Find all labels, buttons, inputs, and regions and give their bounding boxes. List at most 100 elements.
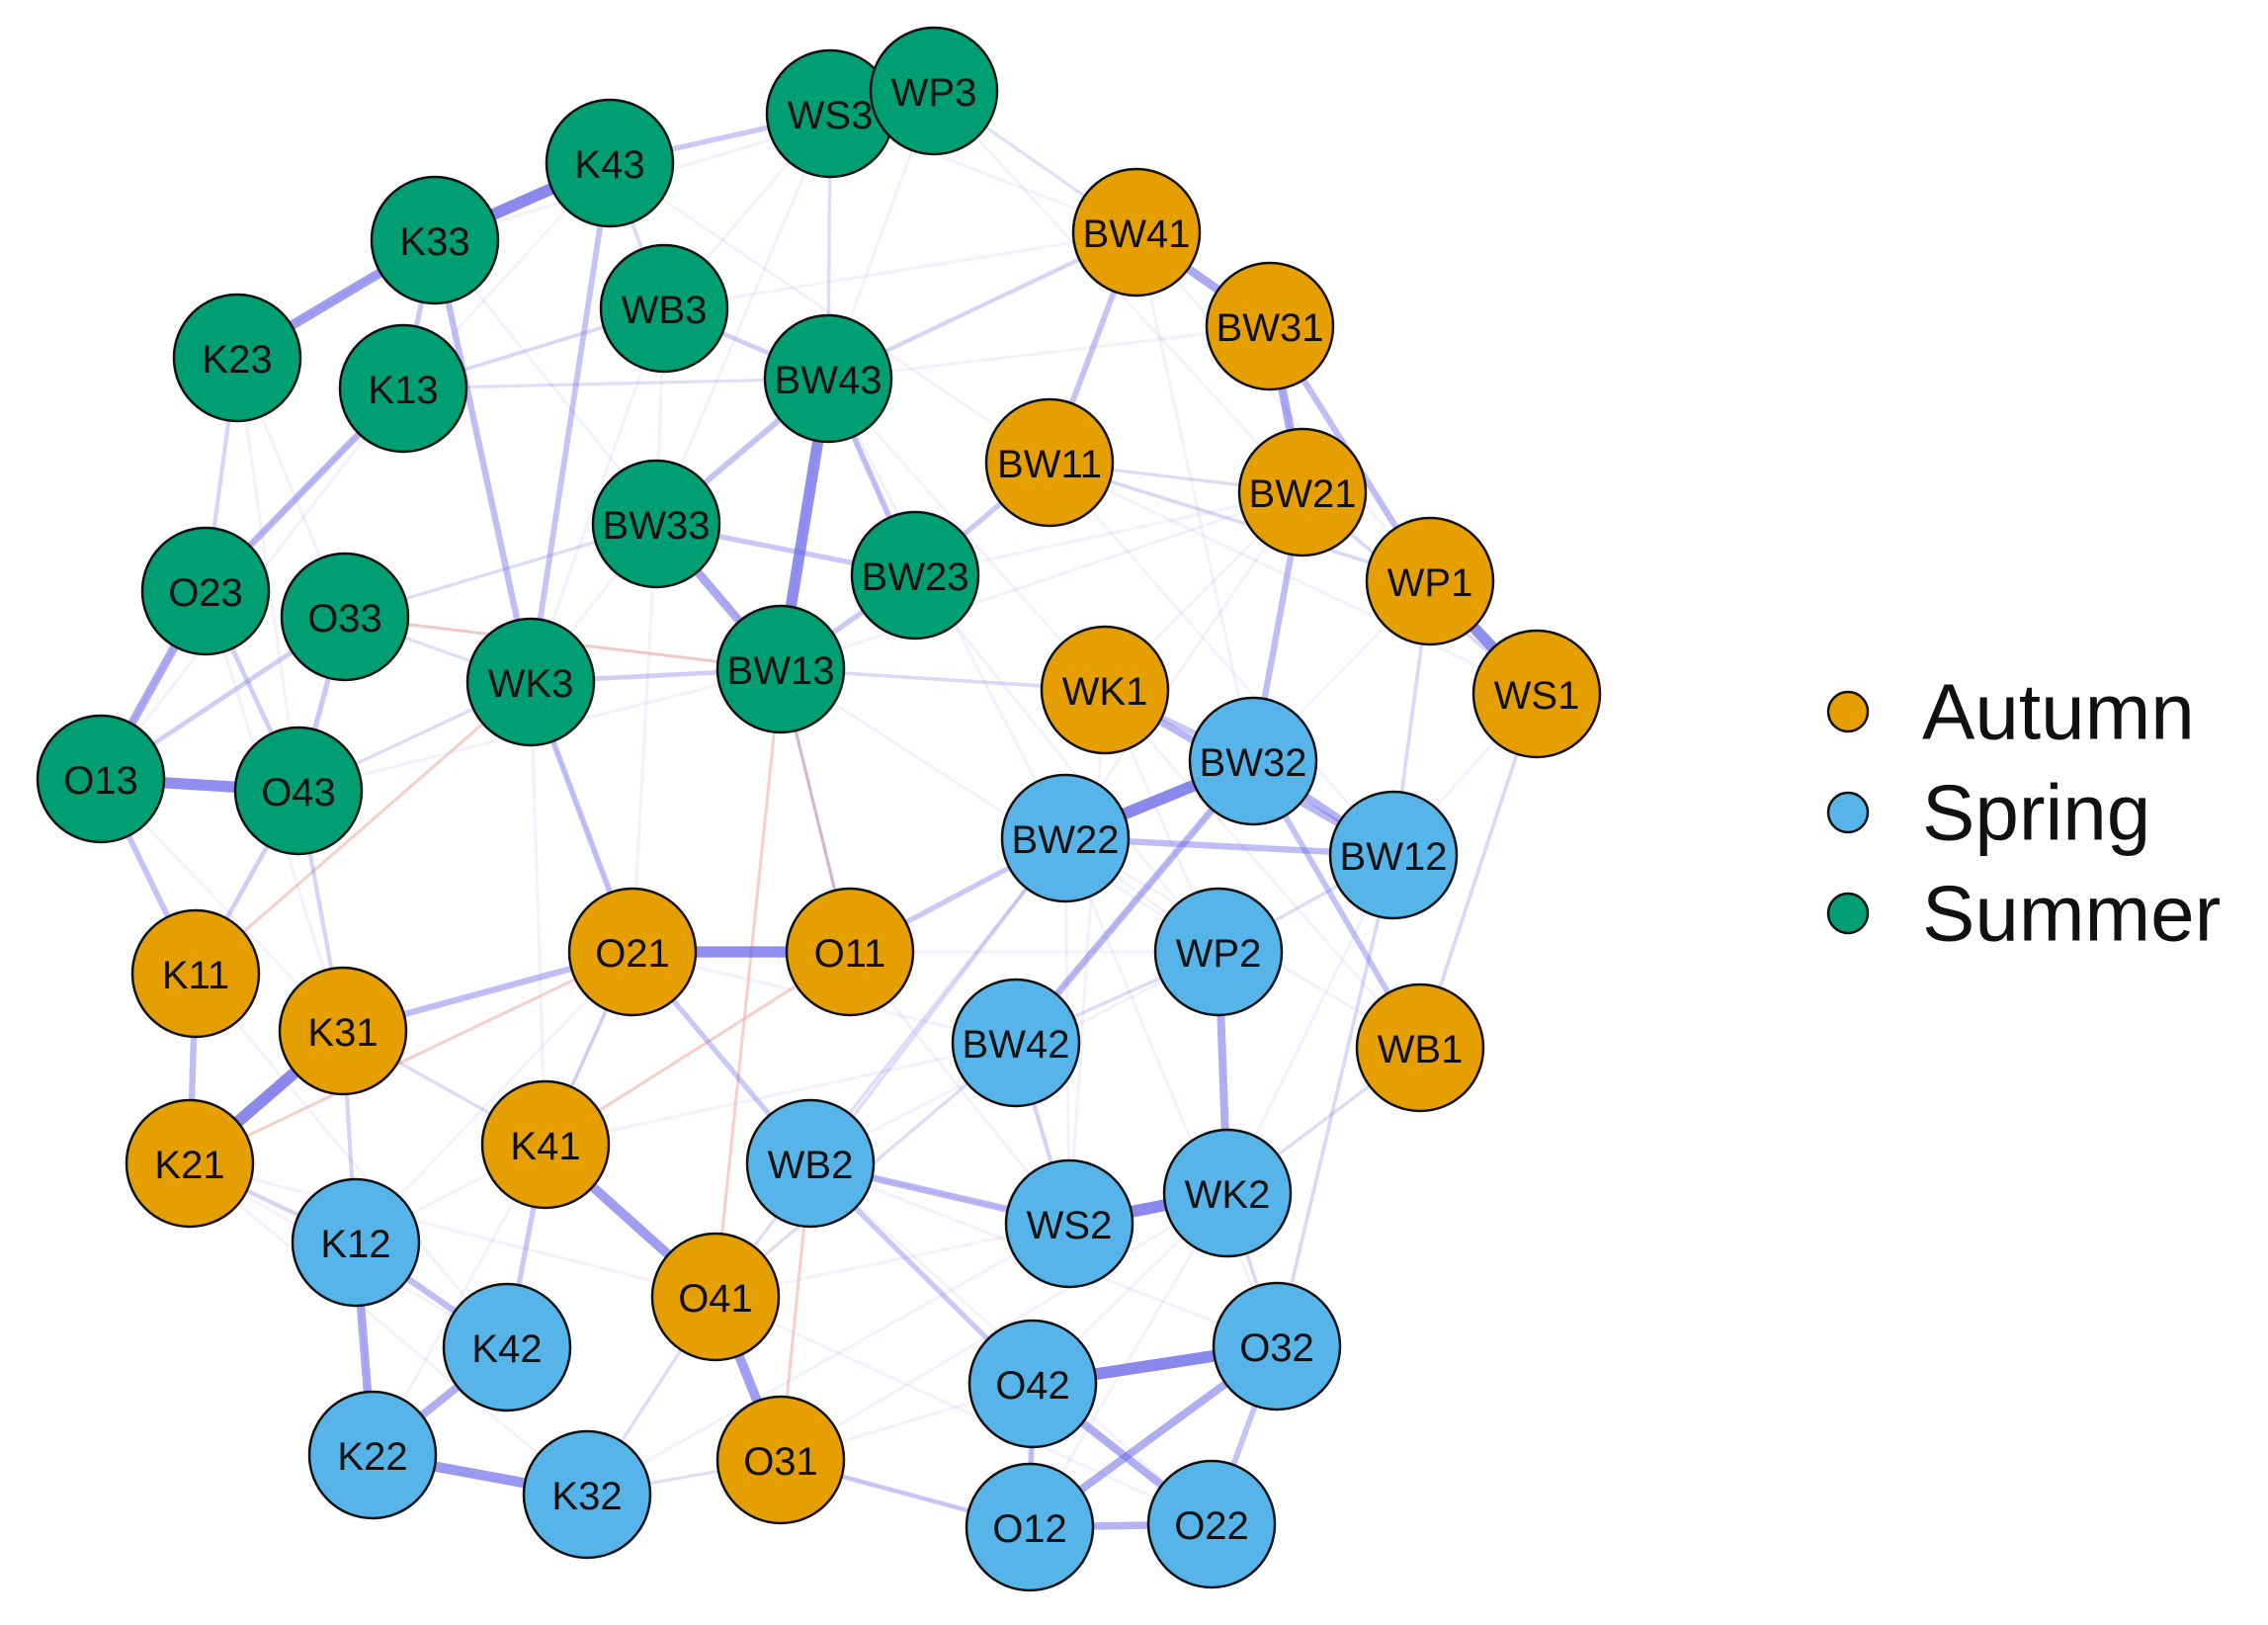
node-circle	[965, 1462, 1095, 1592]
node-circle	[715, 1395, 846, 1525]
edge-faint	[913, 490, 1304, 577]
edge-faint	[630, 522, 658, 954]
node-o33: O33	[280, 552, 410, 682]
node-bw21: BW21	[1237, 427, 1368, 557]
node-label: K43	[574, 143, 644, 187]
node-o11: O11	[785, 887, 915, 1017]
node-o21: O21	[567, 887, 698, 1017]
node-circle	[567, 887, 698, 1017]
node-circle	[140, 526, 271, 656]
edge-faint	[235, 356, 300, 793]
node-wp1: WP1	[1365, 516, 1495, 646]
node-ws3: WS3	[765, 48, 895, 179]
edge-faint	[544, 1041, 1018, 1147]
node-label: BW41	[1083, 213, 1191, 256]
legend-item-spring: Spring	[1826, 769, 2150, 857]
node-k31: K31	[278, 966, 408, 1096]
node-circle	[1212, 1281, 1342, 1411]
node-circle	[1328, 790, 1459, 920]
node-k11: K11	[130, 908, 261, 1039]
node-circle	[745, 1098, 876, 1229]
legend-swatch-summer	[1826, 892, 1870, 935]
edge-faint	[529, 680, 547, 1147]
node-ws2: WS2	[1004, 1158, 1134, 1289]
node-circle	[522, 1429, 652, 1560]
node-bw41: BW41	[1071, 167, 1202, 298]
node-label: WK1	[1062, 670, 1148, 714]
node-circle	[480, 1079, 611, 1210]
node-circle	[1471, 629, 1602, 759]
node-label: BW22	[1012, 818, 1120, 862]
node-circle	[1000, 773, 1131, 903]
node-k21: K21	[125, 1098, 255, 1229]
node-k33: K33	[370, 175, 500, 305]
node-bw42: BW42	[951, 978, 1081, 1108]
edge-faint	[654, 112, 832, 526]
node-label: O23	[168, 571, 243, 615]
node-circle	[278, 966, 408, 1096]
node-label: O22	[1174, 1504, 1249, 1548]
node-k42: K42	[442, 1282, 572, 1412]
node-label: K31	[307, 1011, 378, 1055]
node-o13: O13	[36, 714, 166, 844]
node-o31: O31	[715, 1395, 846, 1525]
node-k43: K43	[545, 98, 675, 228]
node-label: WP2	[1176, 932, 1262, 976]
node-label: O41	[678, 1277, 753, 1321]
edge-faint	[1103, 688, 1422, 1050]
node-label: K33	[399, 220, 469, 264]
node-circle	[850, 510, 980, 641]
node-label: WS2	[1027, 1204, 1113, 1247]
node-label: K12	[320, 1223, 390, 1266]
node-o42: O42	[967, 1319, 1098, 1449]
node-circle	[1146, 1459, 1277, 1589]
node-circle	[785, 887, 915, 1017]
node-label: O33	[307, 597, 382, 641]
legend: Autumn Spring Summer	[1826, 668, 2221, 958]
node-circle	[130, 908, 261, 1039]
legend-item-summer: Summer	[1826, 870, 2221, 958]
node-label: K11	[162, 954, 229, 997]
node-label: WK3	[488, 662, 574, 706]
node-o32: O32	[1212, 1281, 1342, 1411]
legend-label-summer: Summer	[1922, 870, 2221, 958]
node-label: BW31	[1217, 306, 1324, 350]
edge-faint	[826, 377, 1107, 692]
edge-faint	[779, 490, 1304, 671]
node-label: O43	[261, 771, 336, 814]
edge-faint	[1063, 836, 1279, 1348]
node-label: K21	[154, 1144, 224, 1187]
node-circle	[36, 714, 166, 844]
node-circle	[951, 978, 1081, 1108]
edge-faint	[1048, 461, 1395, 857]
node-ws1: WS1	[1471, 629, 1602, 759]
node-circle	[1071, 167, 1202, 298]
node-circle	[307, 1390, 438, 1520]
node-k12: K12	[291, 1177, 421, 1308]
node-circle	[591, 459, 721, 589]
node-circle	[1153, 887, 1284, 1017]
edge-faint	[826, 324, 1272, 381]
node-o23: O23	[140, 526, 271, 656]
edge	[431, 236, 535, 686]
node-wk1: WK1	[1040, 625, 1170, 755]
edge-faint	[1028, 1191, 1229, 1529]
edge-negative	[188, 950, 634, 1165]
node-circle	[715, 604, 846, 734]
node-circle	[1188, 696, 1318, 826]
node-label: BW12	[1340, 835, 1448, 879]
edge-faint	[608, 161, 1051, 465]
node-bw22: BW22	[1000, 773, 1131, 903]
node-label: BW42	[963, 1023, 1070, 1067]
node-label: O32	[1239, 1326, 1314, 1370]
edge	[808, 836, 1067, 1165]
node-label: BW43	[775, 359, 882, 402]
node-circle	[442, 1282, 572, 1412]
edge	[714, 836, 1067, 1299]
node-wp2: WP2	[1153, 887, 1284, 1017]
node-circle	[545, 98, 675, 228]
legend-item-autumn: Autumn	[1826, 668, 2195, 756]
edge-faint	[662, 230, 1138, 310]
node-k13: K13	[338, 323, 468, 454]
